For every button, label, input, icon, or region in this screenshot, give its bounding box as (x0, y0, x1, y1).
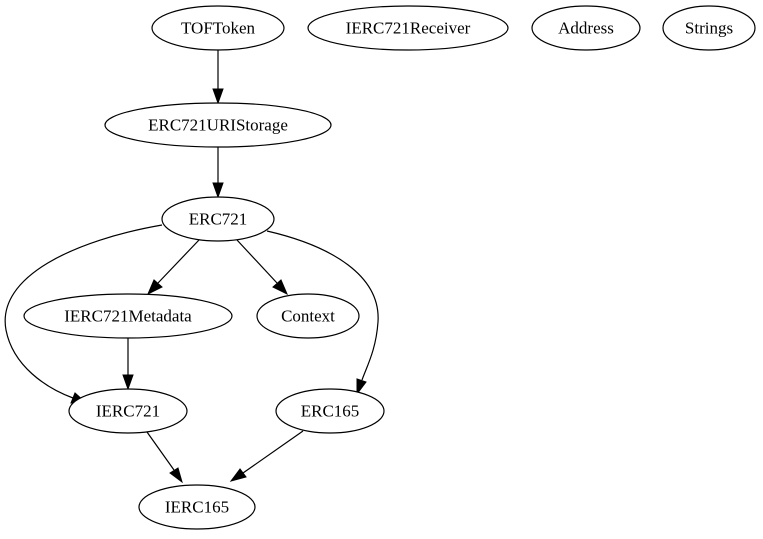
node-strings: Strings (662, 5, 756, 51)
edge-erc721-uristorage-to-erc721 (212, 147, 224, 199)
node-label: Context (281, 307, 335, 326)
node-ellipse (23, 293, 233, 339)
arrowhead (229, 468, 247, 482)
arrowhead (212, 88, 224, 105)
node-label: TOFToken (181, 19, 256, 38)
node-label: IERC721 (96, 402, 160, 421)
node-address: Address (531, 5, 641, 51)
edge-line (146, 431, 175, 471)
arrowhead (212, 182, 224, 199)
edge-ierc721-to-ierc165 (146, 431, 183, 484)
node-label: ERC721URIStorage (148, 116, 288, 135)
edge-line (236, 239, 278, 284)
node-erc721: ERC721 (161, 196, 275, 242)
edge-toftoken-to-erc721-uristorage (212, 50, 224, 105)
node-ellipse (256, 293, 360, 339)
node-ellipse (531, 5, 641, 51)
node-erc165: ERC165 (275, 388, 385, 434)
edge-line (157, 239, 200, 284)
edge-line (4, 224, 163, 399)
node-erc721-uristorage: ERC721URIStorage (104, 102, 332, 148)
node-ellipse (151, 5, 285, 51)
edge-erc165-to-ierc165 (229, 430, 304, 482)
edge-ierc721-metadata-to-ierc721 (122, 338, 134, 391)
node-label: IERC721Receiver (346, 19, 471, 38)
node-label: Address (558, 19, 614, 38)
node-ierc721-receiver: IERC721Receiver (307, 5, 509, 51)
arrowhead (356, 378, 367, 396)
node-ellipse (68, 388, 188, 434)
arrowhead (122, 374, 134, 391)
edge-erc721-to-context (236, 239, 288, 296)
node-context: Context (256, 293, 360, 339)
node-ellipse (138, 484, 256, 530)
node-ellipse (161, 196, 275, 242)
node-ierc165: IERC165 (138, 484, 256, 530)
nodes-layer: TOFToken IERC721Receiver Address StringsERC… (23, 5, 756, 530)
arrowhead (169, 467, 183, 484)
node-ellipse (104, 102, 332, 148)
arrowhead (147, 279, 163, 296)
node-label: ERC721 (189, 210, 248, 229)
node-ierc721-metadata: IERC721Metadata (23, 293, 233, 339)
edge-erc721-to-ierc721-metadata (147, 239, 200, 296)
node-label: IERC165 (165, 498, 229, 517)
node-ierc721: IERC721 (68, 388, 188, 434)
edge-line (242, 430, 304, 474)
node-ellipse (662, 5, 756, 51)
node-ellipse (307, 5, 509, 51)
node-label: IERC721Metadata (64, 307, 192, 326)
node-toftoken: TOFToken (151, 5, 285, 51)
edge-line (266, 230, 379, 381)
edge-erc721-to-erc165 (266, 230, 379, 396)
arrowhead (272, 279, 288, 296)
node-ellipse (275, 388, 385, 434)
node-label: ERC165 (301, 402, 360, 421)
node-label: Strings (685, 19, 733, 38)
